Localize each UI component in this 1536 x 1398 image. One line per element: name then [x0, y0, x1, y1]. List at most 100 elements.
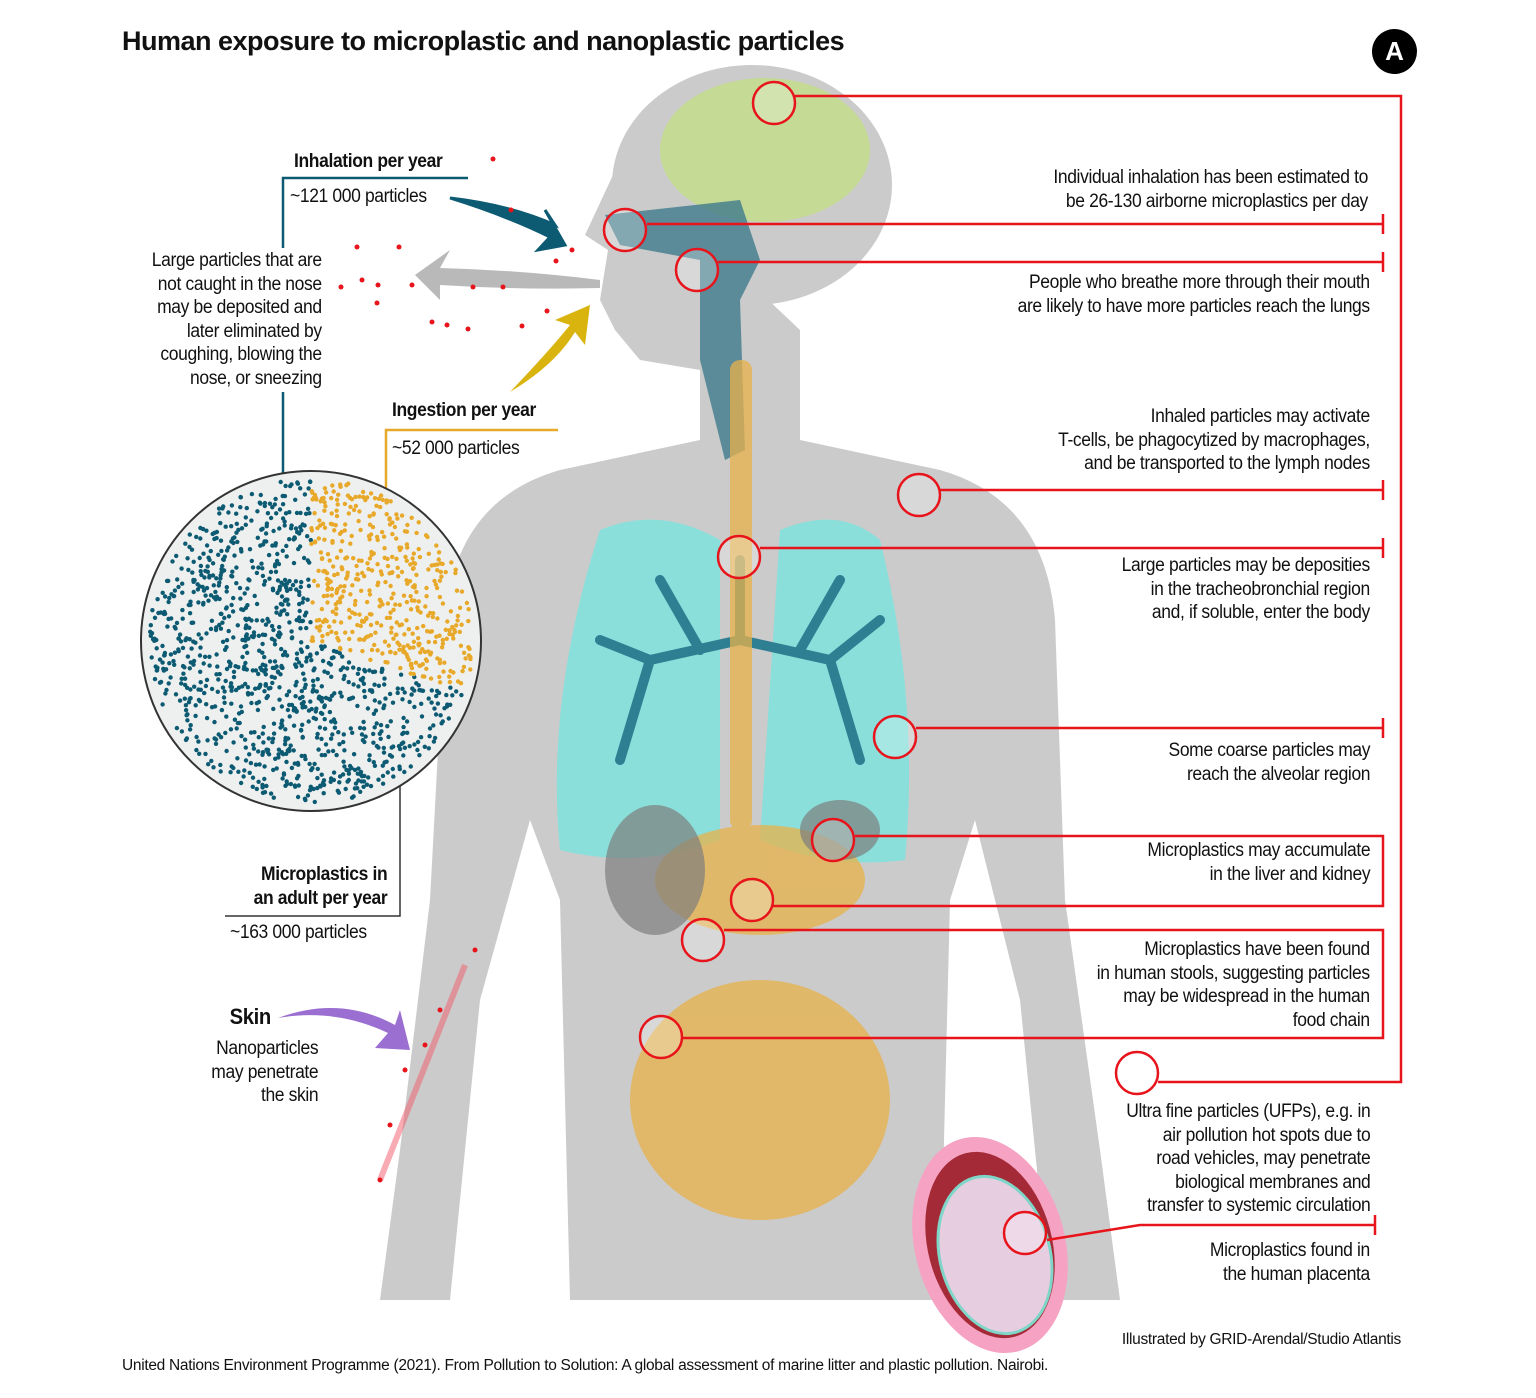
ingestion-particle-dot [310, 600, 315, 605]
ingestion-particle-dot [367, 592, 373, 597]
inhalation-particle-dot [371, 740, 376, 745]
inhalation-particle-dot [370, 669, 376, 675]
ingestion-particle-dot [334, 606, 339, 611]
inhalation-particle-dot [300, 600, 305, 605]
inhalation-particle-dot [166, 681, 171, 686]
inhalation-particle-dot [279, 594, 285, 599]
inhalation-particle-dot [203, 593, 208, 598]
inhalation-particle-dot [260, 662, 265, 667]
inhalation-particle-dot [365, 706, 371, 711]
inhalation-particle-dot [401, 753, 406, 758]
ingestion-particle-dot [402, 529, 408, 534]
inhalation-particle-dot [304, 625, 309, 631]
inhalation-particle-dot [282, 523, 287, 528]
inhalation-particle-dot [298, 626, 303, 631]
airway [605, 200, 760, 460]
inhalation-particle-dot [295, 480, 300, 485]
ingestion-particle-dot [428, 676, 434, 681]
exhalation-arrow [415, 250, 600, 300]
inhalation-particle-dot [180, 607, 185, 613]
inhalation-particle-dot [283, 727, 288, 732]
ingestion-particle-dot [428, 652, 433, 657]
ingestion-particle-dot [436, 557, 441, 562]
ingestion-particle-dot [312, 492, 318, 498]
inhalation-particle-dot [269, 674, 274, 679]
ingestion-particle-dot [357, 612, 362, 617]
inhalation-particle-dot [302, 685, 307, 690]
inhalation-particle-dot [219, 611, 224, 617]
ingestion-particle-dot [468, 667, 473, 672]
ingestion-particle-dot [369, 549, 374, 555]
inhalation-particle-dot [179, 566, 184, 571]
inhalation-particle-dot [319, 684, 324, 689]
ingestion-particle-dot [314, 625, 320, 630]
inhalation-particle-dot [228, 727, 234, 732]
inhalation-particle-dot [277, 526, 282, 531]
inhalation-particle-dot [249, 518, 254, 523]
inhalation-particle-dot [336, 790, 342, 795]
inhalation-particle-dot [295, 529, 300, 535]
inhalation-particle-dot [234, 511, 239, 516]
inhalation-particle-dot [319, 699, 325, 704]
inhalation-particle-dot [295, 760, 301, 766]
ingestion-particle-dot [346, 511, 351, 516]
inhalation-particle-dot [171, 658, 176, 664]
ingestion-particle-dot [319, 606, 325, 612]
inhalation-particle-dot [206, 598, 211, 603]
ingestion-particle-dot [405, 545, 410, 550]
inhalation-particle-dot [359, 732, 365, 737]
inhalation-particle-dot [400, 697, 405, 702]
ingestion-particle-dot [466, 607, 471, 612]
ingestion-particle-dot [408, 562, 413, 567]
inhalation-particle-dot [251, 634, 256, 640]
inhalation-particle-dot [298, 486, 303, 491]
inhalation-particle-dot [390, 766, 395, 772]
inhalation-particle-dot [207, 573, 212, 578]
inhalation-particle-dot [209, 686, 215, 692]
inhalation-particle-dot [187, 544, 192, 550]
inhalation-particle-dot [172, 662, 177, 667]
ingestion-particle-dot [458, 643, 464, 648]
inhalation-particle-dot [410, 686, 415, 691]
inhalation-particle-dot [311, 668, 316, 673]
ingestion-particle-dot [412, 561, 418, 566]
inhalation-particle-dot [257, 762, 262, 767]
inhalation-particle-dot [209, 618, 215, 623]
inhalation-particle-dot [402, 745, 408, 750]
inhalation-particle-dot [238, 546, 244, 552]
ingestion-particle-dot [368, 657, 373, 662]
ingestion-particle-dot [434, 585, 440, 591]
ingestion-particle-dot [424, 594, 429, 599]
inhalation-particle-dot [238, 780, 244, 786]
ingestion-particle-dot [463, 656, 468, 661]
inhalation-particle-dot [459, 692, 464, 698]
inhalation-particle-dot [340, 772, 346, 777]
inhalation-particle-dot [255, 509, 260, 514]
inhalation-particle-dot [261, 582, 267, 587]
ingestion-particle-dot [468, 654, 473, 660]
inhalation-particle-dot [281, 772, 287, 777]
ingestion-particle-dot [416, 520, 421, 525]
inhalation-particle-dot [401, 715, 406, 721]
inhalation-particle-dot [197, 751, 202, 756]
inhalation-particle-dot [325, 670, 330, 676]
ingestion-particle-dot [395, 565, 400, 570]
inhalation-particle-dot [270, 680, 275, 686]
inhalation-particle-dot [276, 752, 281, 757]
inhalation-particle-dot [205, 738, 210, 743]
inhalation-particle-dot [315, 766, 320, 772]
ingestion-particle-dot [450, 624, 455, 630]
ingestion-particle-dot [351, 507, 357, 513]
inhalation-particle-dot [391, 774, 396, 779]
total-connector [225, 780, 401, 917]
inhalation-particle-dot [283, 738, 288, 743]
inhalation-particle-dot [299, 688, 304, 694]
inhalation-particle-dot [285, 597, 290, 602]
ingestion-particle-dot [424, 666, 429, 671]
inhalation-particle-dot [300, 618, 306, 624]
inhalation-particle-dot [306, 583, 312, 589]
